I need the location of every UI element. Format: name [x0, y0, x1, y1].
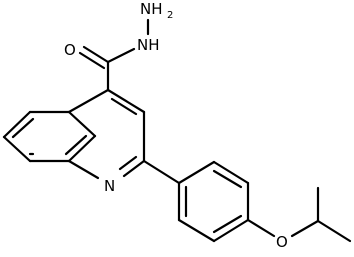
double-bond-inner: [212, 214, 243, 234]
pyridine-ring: [67, 88, 146, 180]
bond: [122, 159, 146, 178]
bond: [177, 218, 216, 243]
ring-nitrogen-label: N: [104, 177, 115, 195]
carbonyl-oxygen-label: O: [64, 41, 76, 59]
carbonyl-double-bond: [82, 45, 110, 64]
carbonyl-double-bond: [78, 51, 106, 70]
phenyl-ring: [177, 160, 250, 243]
bond: [106, 88, 146, 114]
carbohydrazide-group: [78, 18, 150, 92]
hydrazide-nh-label: NH: [137, 36, 160, 54]
bond: [67, 159, 100, 180]
double-bond-inner: [110, 97, 138, 116]
ether-oxygen-label: O: [276, 233, 288, 251]
bond: [177, 160, 216, 185]
double-bond-inner: [118, 155, 138, 171]
bond: [142, 159, 181, 185]
hydrazide-nh2-label: NH: [140, 0, 163, 18]
bond: [246, 218, 276, 238]
bond: [67, 110, 97, 138]
double-bond-inner: [64, 134, 88, 156]
bond: [2, 110, 32, 139]
bond: [212, 218, 250, 243]
benzo-ring: [2, 110, 97, 163]
hydrazide-nh2-subscript: 2: [167, 10, 173, 21]
bond: [67, 88, 110, 114]
bond: [290, 219, 320, 238]
isopropoxy-group: [246, 186, 352, 243]
bond: [212, 160, 250, 185]
bond: [316, 219, 352, 243]
bond: [67, 134, 97, 163]
double-bond-inner: [11, 117, 35, 139]
double-bond-inner: [212, 169, 243, 189]
bond: [2, 135, 32, 163]
bond: [106, 47, 136, 64]
